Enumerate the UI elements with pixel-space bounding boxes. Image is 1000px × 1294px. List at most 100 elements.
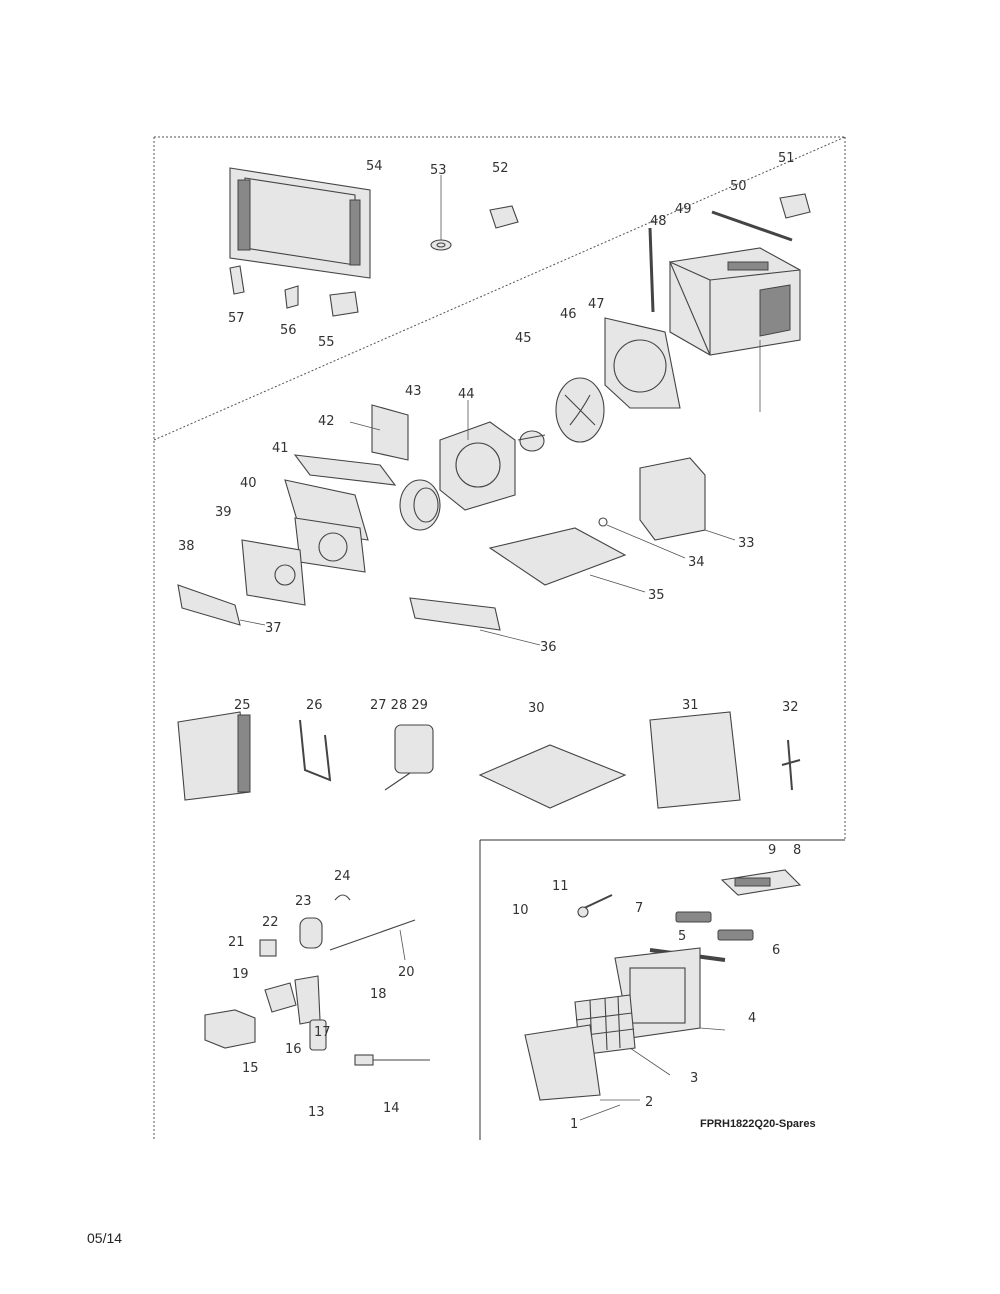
part-44-motor-bracket	[439, 400, 516, 511]
label-part-56: 56	[280, 323, 297, 338]
label-part-40: 40	[240, 476, 257, 491]
label-part-35: 35	[648, 588, 665, 603]
part-number-labels: 54 53 52 51 50 49 48 47 46 45 44 43 42 4…	[178, 151, 801, 1132]
label-part-53: 53	[430, 163, 447, 178]
label-part-26: 26	[306, 698, 323, 713]
label-part-48: 48	[650, 214, 667, 229]
part-27-28-29-compressor	[384, 724, 434, 791]
part-26-tube	[299, 719, 332, 782]
part-34-screw	[598, 517, 686, 559]
label-part-16: 16	[285, 1042, 302, 1057]
label-part-7: 7	[635, 901, 643, 916]
main-frame	[153, 136, 846, 1140]
label-part-32: 32	[782, 700, 799, 715]
part-blower-wheel	[399, 479, 441, 531]
part-6-buttons	[717, 929, 754, 941]
part-45-fan-blade	[555, 377, 605, 443]
part-35-base-pan	[488, 527, 646, 593]
label-part-23: 23	[295, 894, 312, 909]
part-10-knob	[577, 906, 589, 918]
label-part-37: 37	[265, 621, 282, 636]
label-part-3: 3	[690, 1071, 698, 1086]
label-part-10: 10	[512, 903, 529, 918]
part-37-rail	[177, 584, 266, 626]
part-47-shroud	[604, 317, 681, 409]
label-part-8: 8	[793, 843, 801, 858]
part-14-power-cord	[354, 1054, 430, 1066]
label-part-46: 46	[560, 307, 577, 322]
part-57-clip	[229, 265, 245, 295]
label-part-52: 52	[492, 161, 509, 176]
part-1-front-panel	[524, 1024, 621, 1121]
label-part-15: 15	[242, 1061, 259, 1076]
label-part-14: 14	[383, 1101, 400, 1116]
document-code: FPRH1822Q20-Spares	[700, 1118, 816, 1130]
label-part-43: 43	[405, 384, 422, 399]
label-part-49: 49	[675, 202, 692, 217]
label-part-11: 11	[552, 879, 569, 894]
part-39-orifice	[294, 517, 366, 573]
label-part-41: 41	[272, 441, 289, 456]
part-46-motor	[517, 430, 546, 452]
part-32-valve	[781, 739, 801, 791]
revision-date: 05/14	[87, 1230, 123, 1246]
part-24-clip	[334, 894, 351, 901]
part-31-condenser	[649, 711, 741, 809]
label-part-33: 33	[738, 536, 755, 551]
part-22-relay	[259, 939, 277, 957]
part-50-rail	[711, 210, 793, 242]
part-42-cover	[349, 421, 381, 431]
part-48-rod	[648, 227, 655, 313]
label-part-51: 51	[778, 151, 795, 166]
part-16-cover	[264, 982, 297, 1013]
part-13-switch	[309, 1019, 327, 1051]
label-part-20: 20	[398, 965, 415, 980]
label-part-47: 47	[588, 297, 605, 312]
part-8-9-control-panel	[720, 869, 802, 896]
label-part-17: 17	[314, 1025, 331, 1040]
label-part-13: 13	[308, 1105, 325, 1120]
label-part-24: 24	[334, 869, 351, 884]
part-55-bag	[329, 291, 359, 317]
label-part-5: 5	[678, 929, 686, 944]
label-part-31: 31	[682, 698, 699, 713]
part-38-panel	[241, 539, 306, 606]
label-part-38: 38	[178, 539, 195, 554]
part-49-cabinet	[668, 247, 801, 412]
label-part-42: 42	[318, 414, 335, 429]
label-part-4: 4	[748, 1011, 756, 1026]
part-33-control-box	[639, 457, 736, 541]
label-part-27-28-29: 27 28 29	[370, 698, 428, 713]
part-43-bracket	[371, 404, 409, 461]
part-36-base-rail	[409, 597, 541, 646]
part-17-cover	[294, 975, 321, 1025]
label-part-1: 1	[570, 1117, 578, 1132]
label-part-6: 6	[772, 943, 780, 958]
part-25-evaporator	[177, 711, 251, 801]
part-7-buttons	[675, 911, 712, 923]
label-part-39: 39	[215, 505, 232, 520]
label-part-22: 22	[262, 915, 279, 930]
part-56-clip	[284, 285, 299, 309]
label-part-18: 18	[370, 987, 387, 1002]
part-23-capacitor	[299, 917, 323, 949]
label-part-36: 36	[540, 640, 557, 655]
label-part-2: 2	[645, 1095, 653, 1110]
label-part-50: 50	[730, 179, 747, 194]
label-part-9: 9	[768, 843, 776, 858]
part-52-bracket	[489, 205, 519, 229]
label-part-21: 21	[228, 935, 245, 950]
part-15-control-box	[204, 1009, 256, 1049]
part-20-thermostat-rod	[329, 919, 416, 961]
inset-frame	[479, 839, 845, 1140]
part-30-base-plate	[478, 744, 627, 809]
label-part-34: 34	[688, 555, 705, 570]
label-part-19: 19	[232, 967, 249, 982]
part-51-bracket	[779, 193, 811, 219]
label-part-25: 25	[234, 698, 251, 713]
part-53-foam-seal	[430, 175, 452, 251]
label-part-45: 45	[515, 331, 532, 346]
part-41-top-panel	[293, 454, 397, 486]
label-part-30: 30	[528, 701, 545, 716]
